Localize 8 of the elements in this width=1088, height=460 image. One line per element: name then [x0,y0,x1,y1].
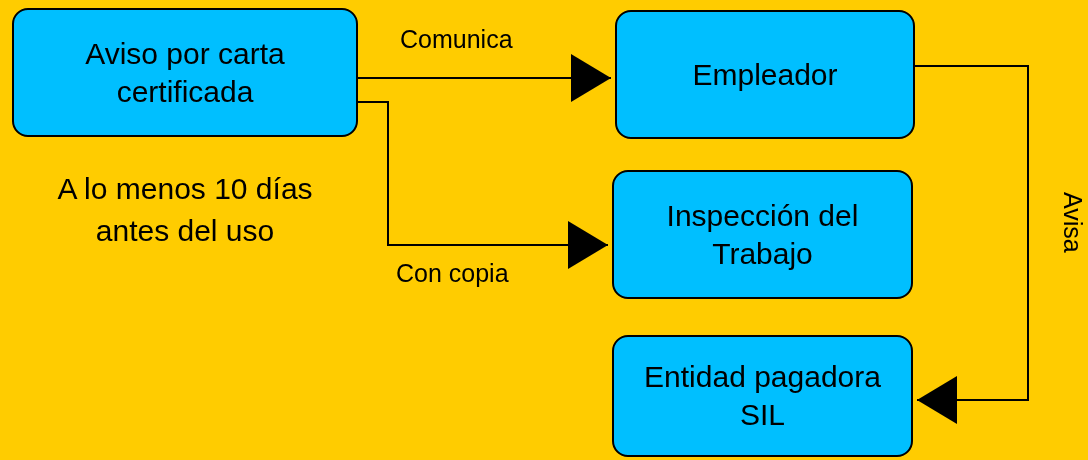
process-box: Inspección del Trabajo [612,170,913,299]
note-text: A lo menos 10 días antes del uso [56,171,314,249]
arrow [914,65,1029,424]
process-box: Aviso por carta certificada [12,8,358,137]
arrow [357,54,612,102]
arrow [357,101,609,269]
process-box: Entidad pagadora SIL [612,335,913,457]
process-box: Empleador [615,10,915,139]
